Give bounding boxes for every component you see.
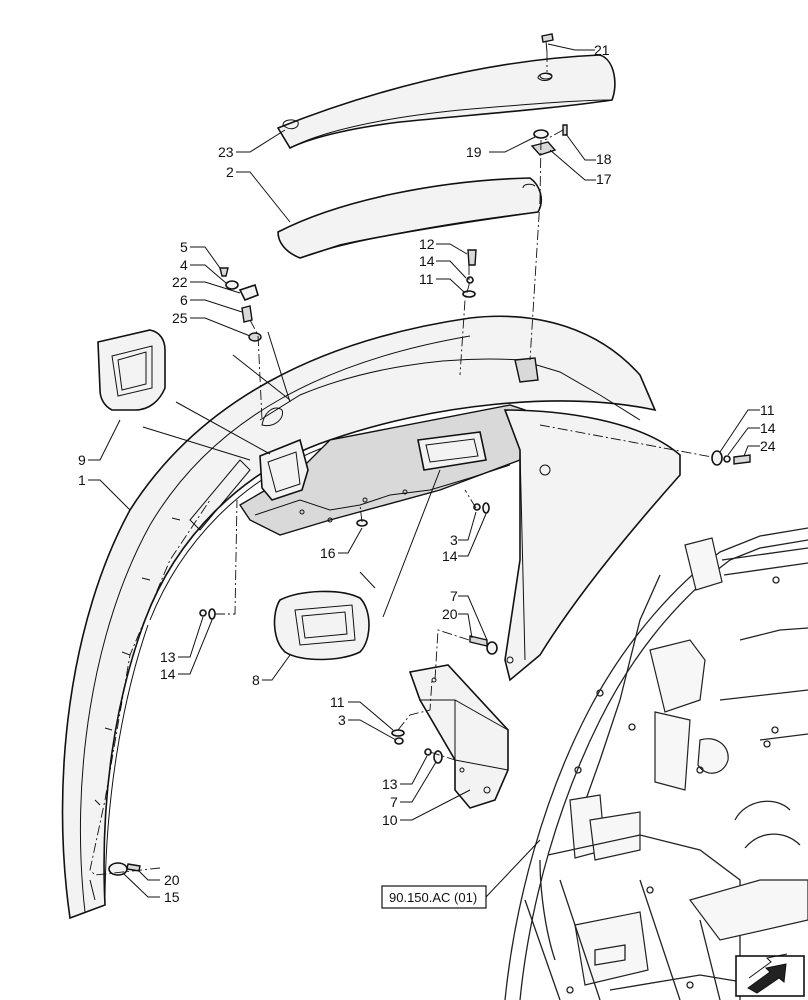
callout-18: 18 [596,151,612,167]
callout-4: 4 [180,257,188,273]
callout-21: 21 [594,42,610,58]
callout-11: 11 [419,271,434,287]
callout-7-lower: 7 [390,794,398,810]
callout-11-lower: 11 [330,694,345,710]
callout-13-lower: 13 [382,776,398,792]
callout-3-middle: 3 [450,532,458,548]
callout-11-side: 11 [760,402,775,418]
callout-23: 23 [218,144,234,160]
callout-7-middle: 7 [450,588,458,604]
callout-labels: 21 23 19 18 17 2 12 14 11 5 4 22 6 25 9 … [78,42,776,905]
fender-grommet-opening [259,431,487,501]
callout-14-middle: 14 [442,548,458,564]
callout-24: 24 [760,438,776,454]
callout-22: 22 [172,274,188,290]
callout-14-side: 14 [760,420,776,436]
callout-19: 19 [466,144,482,160]
bracket-part-10 [408,664,509,809]
reference-label[interactable]: 90.150.AC (01) [389,890,477,905]
callout-6: 6 [180,292,188,308]
extension-panel-part-2 [277,177,542,259]
callout-15: 15 [164,889,180,905]
callout-10: 10 [382,812,398,828]
callout-25: 25 [172,310,188,326]
reference-box[interactable]: 90.150.AC (01) [381,885,487,909]
callout-2: 2 [226,164,234,180]
callout-17: 17 [596,171,612,187]
callout-14-left: 14 [160,666,176,682]
callout-9: 9 [78,452,86,468]
callout-1: 1 [78,472,86,488]
callout-20-bottom: 20 [164,872,180,888]
leader-lines [88,43,760,898]
callout-5: 5 [180,239,188,255]
callout-3-lower: 3 [338,712,346,728]
callout-16: 16 [320,545,336,561]
callout-20-middle: 20 [442,606,458,622]
assembly-lines [89,52,713,876]
callout-12: 12 [419,236,435,252]
extension-panel-part-23 [276,54,616,150]
grommet-part-9 [97,329,166,411]
callout-8: 8 [252,672,260,688]
callout-14: 14 [419,253,435,269]
callout-13-left: 13 [160,649,176,665]
grommet-part-8 [273,590,370,661]
cab-frame [504,527,808,1000]
arrow-navigation-icon[interactable] [735,953,805,997]
hardware [108,33,751,876]
